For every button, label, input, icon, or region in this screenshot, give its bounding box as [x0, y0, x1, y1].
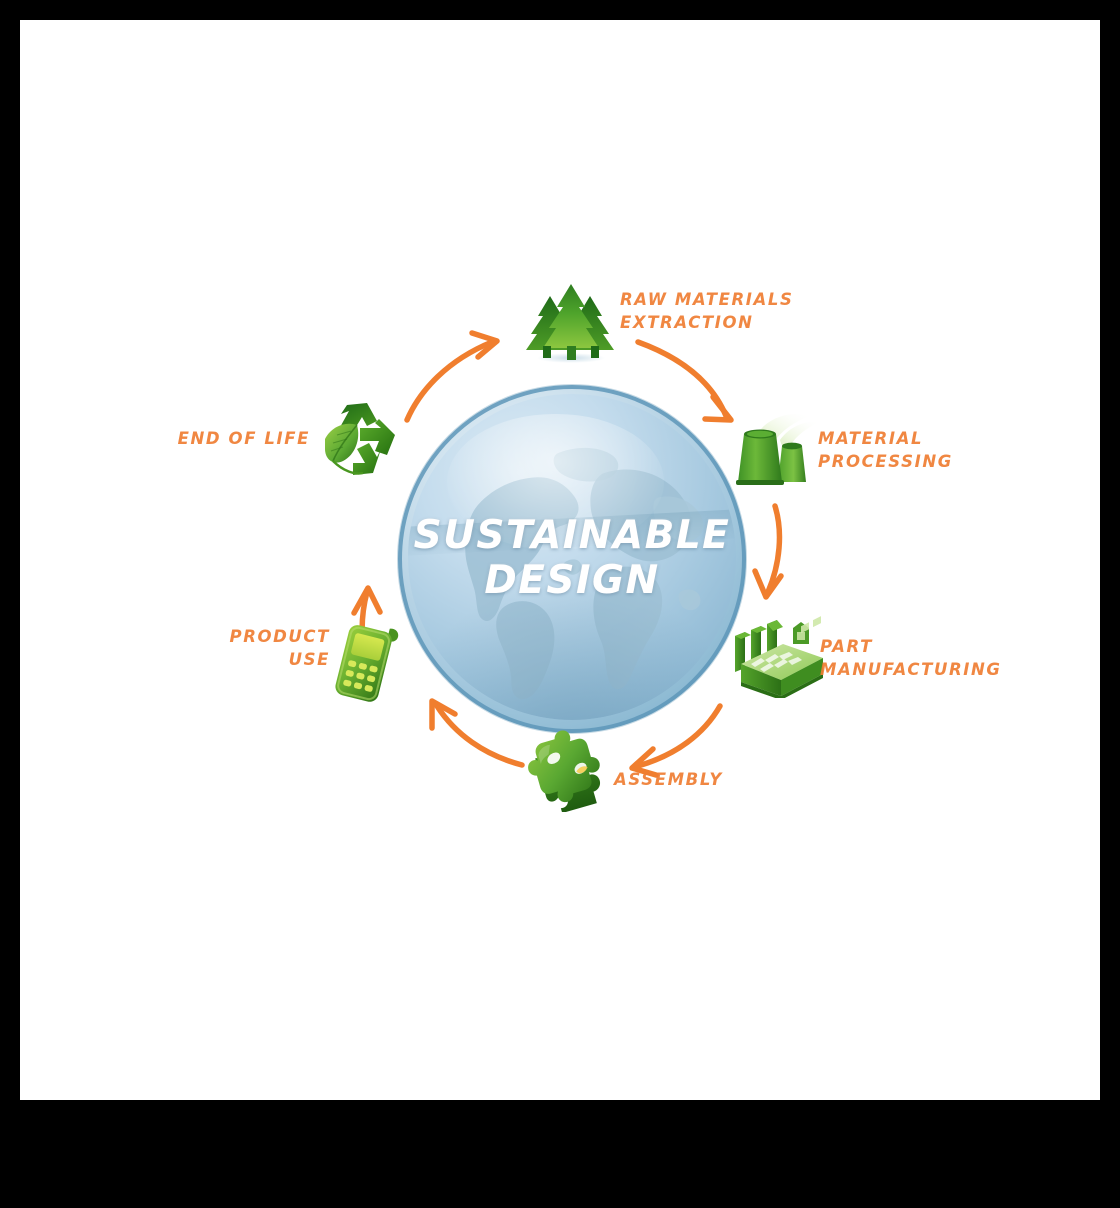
- image-canvas: SUSTAINABLE DESIGN: [20, 20, 1100, 1100]
- stage-label-material-processing: MATERIAL PROCESSING: [818, 429, 953, 471]
- stage-label-raw-materials-extraction: RAW MATERIALS EXTRACTION: [620, 290, 794, 332]
- globe-rim: [398, 385, 746, 733]
- pine-trees-icon: [526, 278, 616, 364]
- earth-globe: SUSTAINABLE DESIGN: [398, 385, 746, 733]
- mobile-phone-icon: [325, 616, 407, 708]
- puzzle-piece-icon: [523, 724, 611, 814]
- recycle-leaf-icon: [317, 397, 405, 485]
- cooling-tower-icon: [732, 412, 824, 490]
- sustainable-design-lifecycle-diagram: SUSTAINABLE DESIGN: [20, 20, 1100, 1100]
- stage-label-product-use: PRODUCT USE: [229, 627, 330, 669]
- factory-icon: [727, 606, 825, 700]
- stage-label-end-of-life: END OF LIFE: [177, 429, 310, 448]
- stage-label-assembly: ASSEMBLY: [614, 770, 723, 789]
- stage-label-part-manufacturing: PART MANUFACTURING: [820, 637, 1002, 679]
- arrow-material-to-part: [752, 503, 784, 600]
